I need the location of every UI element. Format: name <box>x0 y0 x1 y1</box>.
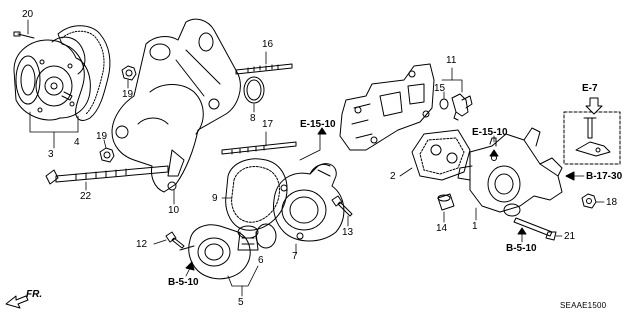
gasket-9 <box>225 158 288 231</box>
callout-9: 9 <box>212 193 218 204</box>
bolt-22 <box>45 165 169 185</box>
callout-14: 14 <box>436 223 448 234</box>
leader-lines <box>27 19 605 297</box>
callout-7: 7 <box>292 251 298 262</box>
bolt-13 <box>331 195 353 217</box>
callout-12: 12 <box>136 239 148 250</box>
ref-e-15-10-right: E-15-10 <box>472 127 508 138</box>
thermostat <box>237 225 259 251</box>
front-marker-label: FR. <box>26 289 43 300</box>
o-ring-15 <box>439 98 449 110</box>
water-passage <box>339 63 435 151</box>
gasket-4 <box>57 25 111 121</box>
callout-1: 1 <box>472 221 478 232</box>
stud-bolt-16 <box>235 63 293 75</box>
water-outlet <box>457 127 563 217</box>
bolt-12 <box>165 231 185 249</box>
thermostat-cover <box>179 224 251 280</box>
temperature-sensor <box>451 93 473 121</box>
callout-18: 18 <box>606 197 618 208</box>
callout-21: 21 <box>564 231 576 242</box>
water-pump <box>13 31 91 121</box>
stud-17 <box>221 141 297 155</box>
ref-b-17-30: B-17-30 <box>586 171 623 182</box>
callout-2: 2 <box>390 171 396 182</box>
callout-16: 16 <box>262 39 274 50</box>
callout-15: 15 <box>434 83 446 94</box>
e7-inset <box>563 111 621 165</box>
callout-5: 5 <box>238 297 244 308</box>
callout-10: 10 <box>168 205 180 216</box>
nut-19-lower <box>99 147 115 163</box>
callout-8: 8 <box>250 113 256 124</box>
callout-13: 13 <box>342 227 354 238</box>
ref-e-7: E-7 <box>582 83 598 94</box>
callout-6: 6 <box>258 255 264 266</box>
callout-3: 3 <box>48 149 54 160</box>
o-ring-8 <box>243 76 265 104</box>
bolt-21 <box>513 217 557 241</box>
callout-22: 22 <box>80 191 92 202</box>
gasket-6 <box>255 223 277 249</box>
nut-18 <box>581 193 597 209</box>
thermostat-housing <box>273 163 345 242</box>
ref-e-15-10-left: E-15-10 <box>300 119 336 130</box>
callout-17: 17 <box>262 119 274 130</box>
callout-19-lower: 19 <box>96 131 108 142</box>
callout-4: 4 <box>74 137 80 148</box>
plug-14 <box>437 193 455 211</box>
nut-19-upper <box>121 65 137 81</box>
diagram-code: SEAAE1500 <box>560 301 607 310</box>
engine-bracket <box>111 18 241 193</box>
callout-19-upper: 19 <box>122 89 134 100</box>
front-arrow-icon <box>5 295 29 309</box>
callout-20: 20 <box>22 9 34 20</box>
callout-11: 11 <box>446 55 457 66</box>
ref-b-5-10-right: B-5-10 <box>506 243 537 254</box>
ref-b-5-10-left: B-5-10 <box>168 277 199 288</box>
gasket-2 <box>411 129 471 181</box>
